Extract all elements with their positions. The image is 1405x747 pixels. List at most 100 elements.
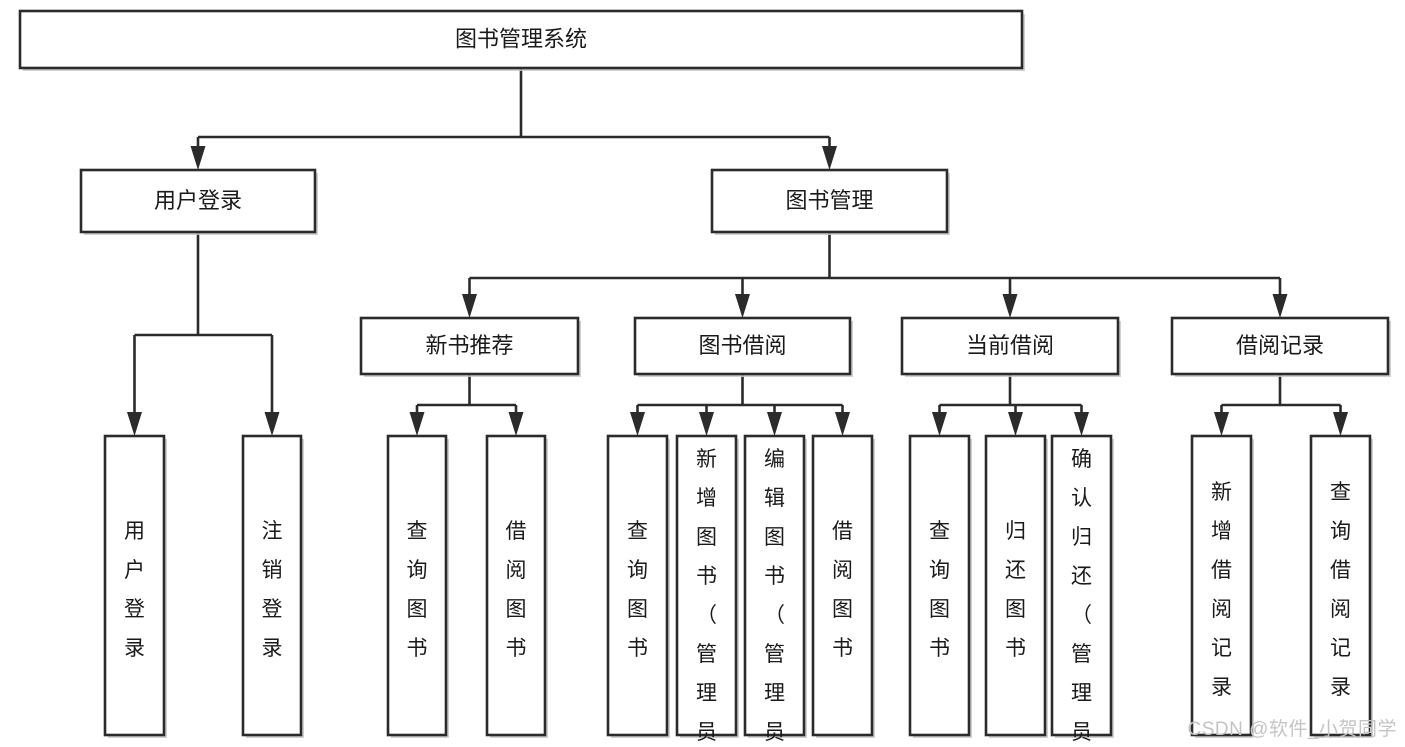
node-label-char: 归 [1071, 526, 1092, 549]
arrow-head [835, 412, 850, 436]
arrow-head [462, 294, 477, 318]
node-label-char: 图 [1005, 598, 1026, 621]
connector-layer [127, 68, 1348, 436]
node-label-char: 理 [764, 682, 785, 705]
node-label-char: 户 [124, 559, 145, 582]
node-root-图书管理系统[interactable]: 图书管理系统 [18, 9, 1025, 71]
node-label-char: 阅 [1330, 598, 1351, 621]
arrow-head [1272, 294, 1288, 318]
node-label-char: 书 [832, 637, 853, 660]
node-label-char: 书 [696, 565, 717, 588]
node-label-char: 用 [124, 520, 145, 543]
arrow-head [409, 412, 425, 436]
node-label-char: 还 [1005, 559, 1026, 582]
node-label-char: 录 [1211, 676, 1232, 699]
box-outline [743, 434, 806, 737]
node-label-char: 查 [929, 520, 950, 543]
arrow-head [1333, 412, 1348, 436]
node-new_book_rec[interactable]: 新书推荐 [359, 316, 581, 377]
node-leaf_user_login[interactable]: 用户登录 [103, 434, 167, 738]
node-label-char: 辑 [764, 487, 785, 510]
node-label-char: 图 [506, 598, 527, 621]
node-label-char: 图 [696, 526, 717, 549]
node-label-char: 归 [1005, 520, 1026, 543]
node-label-char: 员 [696, 721, 717, 744]
box-outline [386, 434, 448, 737]
node-label-char: 认 [1071, 487, 1092, 510]
node-label-char: 书 [627, 637, 648, 660]
box-outline [18, 9, 1024, 70]
box-outline [900, 316, 1120, 376]
node-label-char: 询 [1330, 520, 1351, 543]
box-outline [1309, 434, 1372, 737]
node-label-char: 还 [1071, 565, 1092, 588]
node-label-char: 增 [696, 487, 717, 510]
arrow-head [735, 294, 750, 318]
node-label-char: 书 [407, 637, 428, 660]
node-label: 图书借阅 [698, 333, 786, 358]
box-outline [675, 434, 738, 737]
node-label-char: 查 [627, 520, 648, 543]
node-label-char: 书 [764, 565, 785, 588]
box-outline [79, 168, 317, 234]
node-borrow_record[interactable]: 借阅记录 [1170, 316, 1391, 377]
node-label-char: 增 [1211, 520, 1232, 543]
node-label: 用户登录 [154, 188, 242, 213]
node-label: 当前借阅 [966, 333, 1054, 358]
node-label-char: 书 [506, 637, 527, 660]
node-label-char: 编 [764, 448, 785, 471]
node-label-char: 确 [1071, 448, 1092, 471]
node-label-char: 记 [1211, 637, 1232, 660]
node-label-char: 图 [627, 598, 648, 621]
node-label-char: 借 [832, 520, 853, 543]
arrow-head [630, 412, 645, 436]
node-label-char: 图 [407, 598, 428, 621]
node-label-char: 登 [124, 598, 145, 621]
node-label: 借阅记录 [1236, 333, 1324, 358]
node-label-char: （ [1071, 604, 1092, 627]
node-current_borrow[interactable]: 当前借阅 [900, 316, 1121, 377]
box-outline [908, 434, 971, 737]
arrow-head [190, 146, 206, 170]
node-label-char: 理 [696, 682, 717, 705]
box-outline [241, 434, 303, 737]
node-book_manage[interactable]: 图书管理 [710, 168, 950, 235]
node-label: 图书管理系统 [455, 26, 587, 51]
node-book_borrow[interactable]: 图书借阅 [633, 316, 853, 377]
node-label-char: 书 [929, 637, 950, 660]
node-label-char: 管 [764, 643, 785, 666]
node-label-char: （ [696, 604, 717, 627]
node-label-char: 阅 [506, 559, 527, 582]
node-label-char: （ [764, 604, 785, 627]
arrow-head [1214, 412, 1229, 436]
node-label-char: 录 [262, 637, 283, 660]
node-label-char: 图 [764, 526, 785, 549]
box-outline [606, 434, 669, 737]
arrow-head [767, 412, 782, 436]
arrow-head [127, 412, 142, 436]
box-outline [359, 316, 580, 376]
node-label-char: 书 [1005, 637, 1026, 660]
box-outline [485, 434, 547, 737]
node-label-char: 记 [1330, 637, 1351, 660]
node-user_login[interactable]: 用户登录 [79, 168, 318, 235]
arrow-head [508, 412, 524, 436]
node-label-char: 借 [1330, 559, 1351, 582]
box-outline [1190, 434, 1253, 737]
node-label-char: 询 [407, 559, 428, 582]
box-outline [1050, 434, 1113, 737]
